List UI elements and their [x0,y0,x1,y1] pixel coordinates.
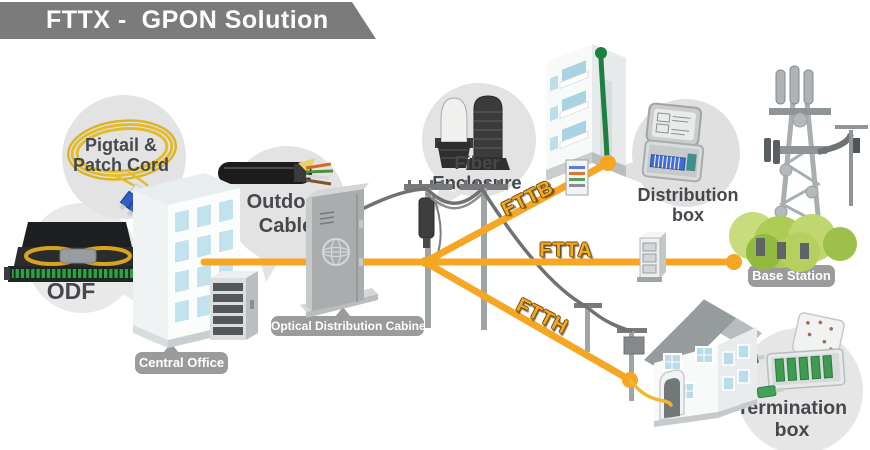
fiber-enclosure-label-line1: Fiber [454,152,499,173]
utility-pole-3 [574,303,602,352]
distribution-box-label-line1: Distribution [638,185,739,205]
pigtail-label-line2: Patch Cord [73,155,169,175]
distribution-box-bubble: Distribution box [608,99,740,225]
termination-box-illustration [726,312,846,403]
title-banner: FTTX - GPON Solution [0,2,376,39]
house [644,299,762,427]
ftth-route [421,258,634,384]
distribution-box-illustration [641,102,705,183]
bushes [729,212,857,272]
fiber-enclosure-illustration [435,95,510,170]
page-title: FTTX - GPON Solution [46,6,329,34]
ftta-route-label: FTTA [539,239,593,262]
globe-icon [322,238,350,266]
odf-bubble: ODF [4,203,150,313]
wall-distribution-box [565,159,589,196]
odf-illustration [4,222,150,282]
ftta-street-cabinet [637,232,666,282]
green-riser-cable [595,47,610,161]
pointer-triangle [335,307,351,317]
outdoor-cable-label-line2: Cable [259,215,313,237]
server-rack [210,271,258,340]
fiber-enclosure-bubble: Fiber Enclosure [422,83,536,213]
messenger-cables [354,186,633,333]
distribution-box-label-line2: box [672,205,704,225]
termination-box-label-line1: Termination [737,397,847,419]
outdoor-cable-label-line1: Outdoor [247,191,326,213]
house-drop-cable [629,379,673,407]
outdoor-cable-illustration [218,158,334,186]
pigtail-label-line1: Pigtail & [85,135,157,155]
termination-box-label-line2: box [775,419,810,441]
optical-distribution-cabinet-label: Optical Distribution Cabinet [271,307,430,336]
central-office-label: Central Office [135,343,228,374]
odf-label: ODF [47,278,96,304]
house-drop-pole [617,328,647,401]
pointer-triangle [163,343,179,353]
pole-mounted-closure [418,197,435,239]
optical-distribution-cabinet [300,183,378,318]
termination-box-bubble: Termination box [726,312,863,450]
